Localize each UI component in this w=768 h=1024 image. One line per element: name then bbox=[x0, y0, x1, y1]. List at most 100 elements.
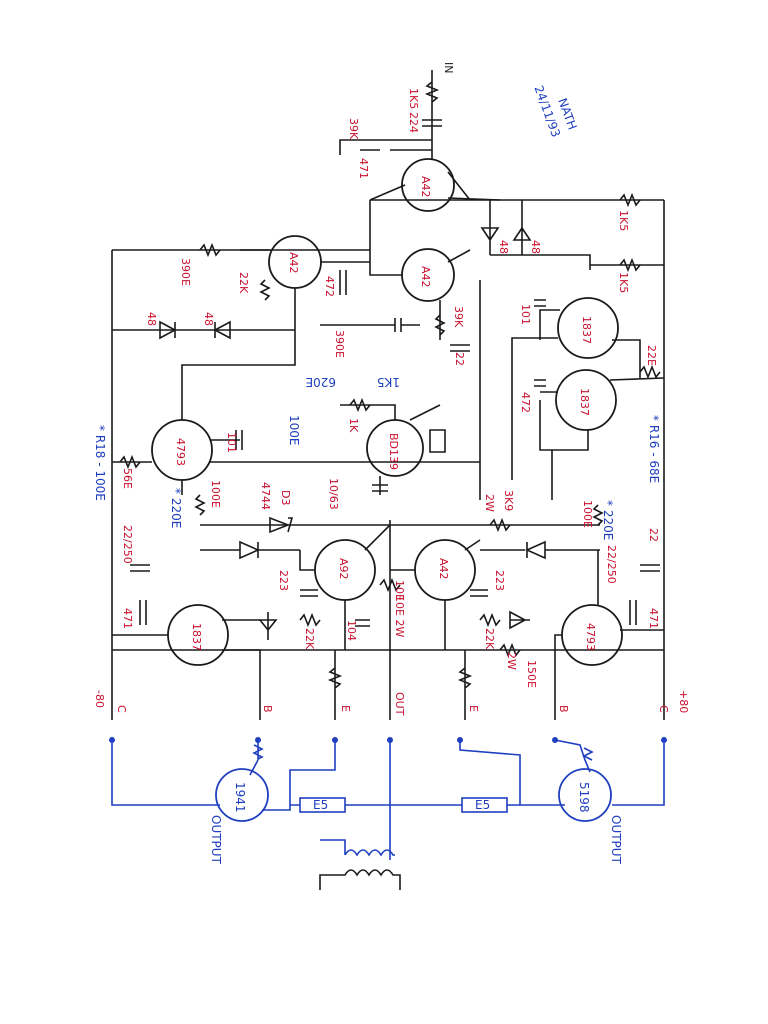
r17-value: 1K5 bbox=[617, 210, 630, 231]
c4-value: 471 bbox=[121, 608, 134, 629]
pot-box bbox=[429, 429, 446, 453]
c2-value: 104 bbox=[345, 620, 358, 641]
r8-watt: 2W bbox=[483, 494, 496, 512]
r19-zig bbox=[199, 242, 221, 258]
output-5198-part: 5198 bbox=[577, 782, 591, 813]
r8-value: 3K9 bbox=[502, 490, 515, 511]
diode-join bbox=[490, 254, 591, 270]
re-right bbox=[457, 650, 473, 720]
c8-value: 22/250 bbox=[605, 545, 618, 584]
r6-zig bbox=[299, 612, 321, 628]
c16-plates bbox=[339, 270, 347, 295]
author-date: 24/11/93 bbox=[531, 84, 563, 139]
c10-group bbox=[320, 318, 420, 332]
es-left-label: E5 bbox=[313, 798, 328, 812]
q3-leads bbox=[390, 539, 481, 650]
blue-neg bbox=[111, 740, 220, 806]
r8-zig bbox=[489, 517, 511, 533]
c6-plates bbox=[300, 589, 318, 597]
c9-plates bbox=[372, 484, 388, 492]
r20-zig bbox=[259, 279, 271, 301]
pin-e-right: E bbox=[467, 705, 480, 712]
led-left bbox=[200, 540, 300, 560]
zener-label-a: 4744 bbox=[259, 482, 272, 510]
zener-d3 bbox=[269, 516, 294, 534]
terminal-neg-dot[interactable] bbox=[109, 737, 115, 743]
transistor-5198 bbox=[558, 768, 612, 822]
r11-zig bbox=[592, 504, 604, 526]
c16-value: 472 bbox=[323, 276, 336, 297]
r16-value: 22E bbox=[645, 345, 658, 366]
c11-value: 22 bbox=[453, 352, 466, 366]
terminal-out-dot[interactable] bbox=[387, 737, 393, 743]
r20-value: 22K bbox=[237, 272, 250, 294]
led-right bbox=[480, 540, 600, 560]
terminal-b-left-dot[interactable] bbox=[255, 737, 261, 743]
c9-value: 10/63 bbox=[327, 478, 340, 510]
c5-value: 471 bbox=[647, 608, 660, 629]
q2-leads bbox=[112, 619, 261, 720]
q10-part: A42 bbox=[287, 252, 300, 274]
es-right-label: E5 bbox=[475, 798, 490, 812]
r4-watt: 2W bbox=[505, 652, 518, 670]
terminal-e-right-dot[interactable] bbox=[457, 737, 463, 743]
diode-right-b bbox=[512, 200, 532, 255]
transistor-1941 bbox=[215, 768, 269, 822]
blue-inductor bbox=[320, 839, 395, 857]
c1-plates bbox=[640, 564, 660, 572]
c14-value: 471 bbox=[357, 158, 370, 179]
out-label: OUT bbox=[393, 692, 406, 716]
terminal-stubs bbox=[111, 650, 665, 720]
r10-value: 100E bbox=[209, 480, 222, 508]
c3-plates bbox=[130, 564, 150, 572]
transistor-q7 bbox=[557, 297, 619, 359]
diode-label-right2: 48 bbox=[529, 240, 542, 254]
r10-mod-note: * 220E bbox=[169, 488, 183, 528]
pin-e-left: E bbox=[339, 705, 352, 712]
r5-value: 22K bbox=[483, 628, 496, 650]
d3-label: D3 bbox=[279, 490, 292, 505]
c10-value: 390E bbox=[333, 330, 346, 358]
diode-1 bbox=[159, 320, 177, 340]
output-label-left: OUTPUT bbox=[209, 815, 223, 865]
q8-part: A42 bbox=[419, 266, 432, 288]
c4-plates bbox=[139, 600, 147, 625]
r5-zig bbox=[479, 612, 501, 628]
q9-part: A42 bbox=[419, 176, 432, 198]
c2-plates bbox=[355, 619, 370, 627]
terminal-pos-dot[interactable] bbox=[661, 737, 667, 743]
c6-value: 223 bbox=[277, 570, 290, 591]
r4-value: 150E bbox=[525, 660, 538, 688]
r18-mod-note: * R18 - 100E bbox=[93, 425, 107, 501]
c8b-value: 472 bbox=[519, 392, 532, 413]
re-left bbox=[327, 650, 343, 720]
terminal-e-left-dot[interactable] bbox=[332, 737, 338, 743]
transistor-q5 bbox=[555, 369, 617, 431]
q2-part: 1837 bbox=[190, 623, 203, 651]
r21-value: 39K bbox=[347, 118, 360, 140]
q7-part: 1837 bbox=[580, 316, 593, 344]
c12-plates bbox=[235, 430, 243, 450]
q1-part: 4793 bbox=[584, 623, 597, 651]
r22-zig bbox=[424, 81, 440, 103]
led-lower-left bbox=[258, 612, 278, 640]
r18-value: 56E bbox=[121, 468, 134, 489]
pos-supply-label: +80 bbox=[677, 690, 690, 713]
bd139-part: BD139 bbox=[387, 433, 400, 470]
q9-leads bbox=[369, 171, 501, 201]
q10-leads bbox=[240, 249, 370, 360]
q4-part: A92 bbox=[337, 558, 350, 580]
blue-base-right bbox=[554, 739, 594, 773]
terminal-b-right-dot[interactable] bbox=[552, 737, 558, 743]
pin-b-left: B bbox=[261, 705, 274, 713]
diode-2 bbox=[213, 320, 231, 340]
r16-zig bbox=[639, 364, 661, 380]
blue-center bbox=[290, 740, 520, 860]
output-1941-part: 1941 bbox=[233, 782, 247, 813]
q3-part: A42 bbox=[437, 558, 450, 580]
q6-part: 4793 bbox=[174, 438, 187, 466]
q4-leads bbox=[299, 524, 391, 650]
pin-b-right: B bbox=[557, 705, 570, 713]
vfeed-right bbox=[479, 280, 553, 500]
